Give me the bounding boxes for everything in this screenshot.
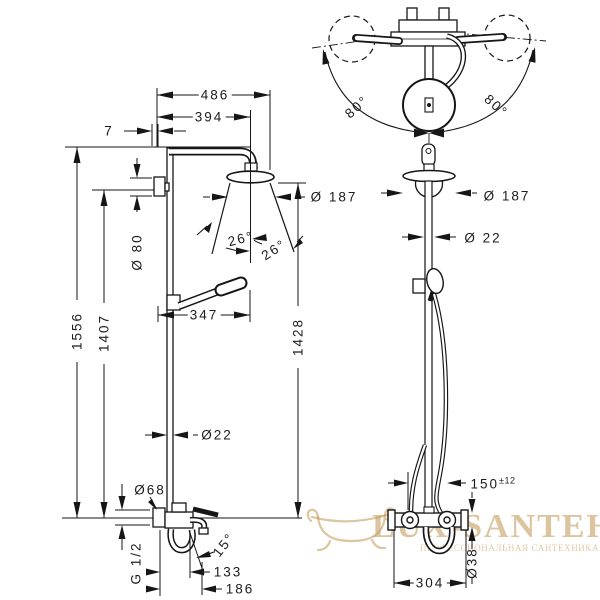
hand-shower <box>166 276 248 311</box>
swivel-arc <box>324 49 534 143</box>
dim-486-label: 486 <box>198 87 232 103</box>
shower-bar <box>166 147 174 519</box>
dim-186-label: 186 <box>225 581 255 597</box>
valve-body-top <box>390 7 466 47</box>
dim-dia187-front-label: Ø 187 <box>483 188 531 204</box>
watermark-tagline: ПРОФЕССИОНАЛЬНАЯ САНТЕХНИКА <box>420 543 600 553</box>
overhead-arm <box>169 147 258 170</box>
handle-right <box>454 33 507 44</box>
front-view-arrowheads <box>387 189 476 587</box>
dim-1407-label: 1407 <box>96 313 112 353</box>
dim-1428-label: 1428 <box>290 317 306 357</box>
dim-150-value: 150 <box>470 476 500 492</box>
dim-150-tolerance: ±12 <box>499 475 516 486</box>
side-view-drawing <box>62 88 306 596</box>
dim-dia187-side-label: Ø 187 <box>310 189 358 205</box>
handle-left <box>352 34 403 45</box>
dim-dia38-label: Ø38 <box>464 547 480 579</box>
dim-150-label: 150±12 <box>469 475 518 492</box>
front-view-drawing <box>381 163 477 588</box>
top-view-drawing <box>311 7 547 167</box>
pipe-front <box>424 180 433 515</box>
dim-7-label: 7 <box>104 123 114 139</box>
hand-shower-front <box>412 267 444 302</box>
shower-hoses <box>408 293 449 515</box>
side-view-arrowheads <box>73 91 302 593</box>
dim-dia22-front-label: Ø 22 <box>464 230 502 246</box>
dim-304-label: 304 <box>413 575 447 591</box>
head-top-view <box>402 78 456 132</box>
dim-1556-label: 1556 <box>69 311 85 351</box>
dim-dia68-label: Ø68 <box>134 482 166 498</box>
swivel-arc-arrows <box>322 47 536 138</box>
dim-347-label: 347 <box>187 307 221 323</box>
dim-dia22-side-label: Ø22 <box>201 427 233 443</box>
wall-bracket <box>153 176 170 197</box>
bath-mixer-front <box>387 506 469 555</box>
dim-394-label: 394 <box>192 109 226 125</box>
hand-shower-grip-top <box>421 143 436 167</box>
dim-133-label: 133 <box>213 564 243 580</box>
dim-g12-label: G 1/2 <box>128 541 144 585</box>
dim-dia80-label: Ø 80 <box>129 233 145 271</box>
